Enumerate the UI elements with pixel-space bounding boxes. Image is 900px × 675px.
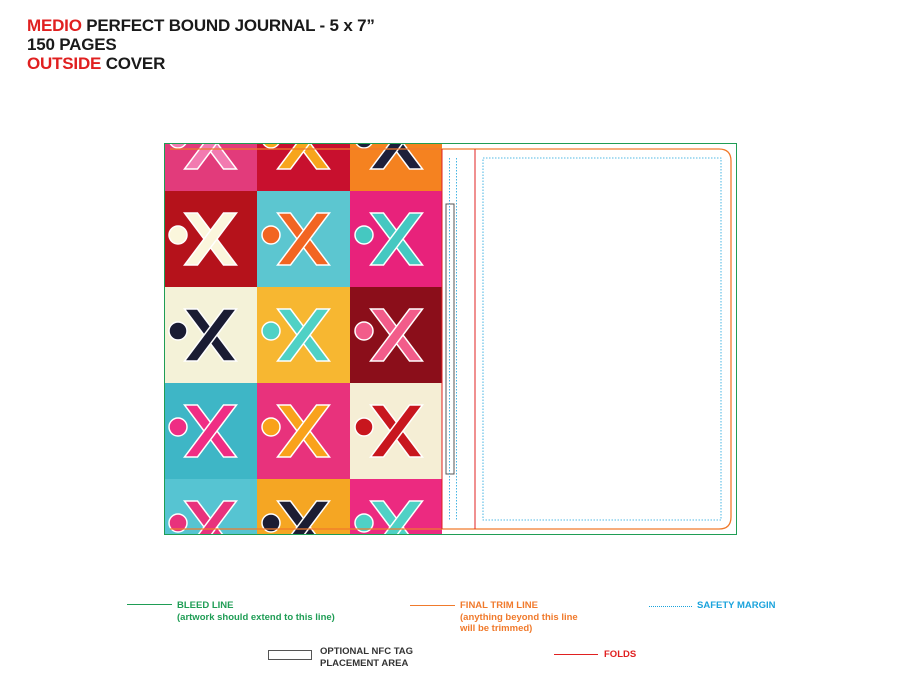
art-tile bbox=[164, 287, 258, 384]
art-x-stroke-b bbox=[183, 212, 238, 266]
title-line-2: 150 PAGES bbox=[27, 35, 117, 54]
art-x-stroke-b bbox=[276, 308, 331, 362]
art-x-stroke-b bbox=[276, 404, 331, 458]
art-x-stroke-b bbox=[383, 500, 424, 535]
art-tile bbox=[350, 479, 442, 535]
art-tile bbox=[164, 143, 258, 192]
legend-nfc-title-2: PLACEMENT AREA bbox=[320, 657, 409, 669]
legend-trim-title: FINAL TRIM LINE bbox=[460, 600, 538, 611]
art-tile bbox=[257, 479, 351, 535]
art-tile bbox=[350, 383, 442, 480]
art-dot bbox=[168, 321, 188, 341]
art-dot bbox=[168, 513, 188, 533]
art-tile bbox=[257, 287, 351, 384]
art-tile bbox=[257, 143, 351, 192]
title-highlight-outside: OUTSIDE bbox=[27, 54, 102, 73]
art-tile bbox=[164, 191, 258, 288]
legend-nfc: OPTIONAL NFC TAG PLACEMENT AREA bbox=[320, 646, 413, 669]
art-dot bbox=[168, 417, 188, 437]
legend-safety-title: SAFETY MARGIN bbox=[697, 600, 776, 611]
legend-bleed: BLEED LINE (artwork should extend to thi… bbox=[177, 600, 335, 623]
title-line-3: OUTSIDE COVER bbox=[27, 54, 375, 73]
art-tile bbox=[257, 383, 351, 480]
art-x-stroke-b bbox=[183, 404, 238, 458]
legend-folds: FOLDS bbox=[604, 649, 636, 661]
cover-template-svg bbox=[164, 143, 737, 535]
legend-nfc-title-1: OPTIONAL NFC TAG bbox=[320, 646, 414, 657]
title-line-3-rest: COVER bbox=[101, 54, 166, 73]
legend-trim-note-2: will be trimmed) bbox=[460, 623, 533, 634]
art-tile bbox=[257, 191, 351, 288]
legend-folds-swatch bbox=[554, 654, 598, 655]
art-dot bbox=[354, 225, 374, 245]
art-x-stroke-b bbox=[290, 500, 331, 535]
art-dot bbox=[261, 321, 281, 341]
legend-folds-title: FOLDS bbox=[604, 649, 637, 660]
art-x-stroke-b bbox=[276, 212, 331, 266]
art-tile bbox=[164, 383, 258, 480]
safety-margin-front bbox=[482, 157, 722, 521]
art-x-stroke-b bbox=[197, 500, 238, 535]
art-dot bbox=[261, 417, 281, 437]
cover-template bbox=[164, 143, 737, 535]
legend-safety-swatch bbox=[649, 606, 692, 607]
art-tile bbox=[164, 479, 258, 535]
nfc-placement-area bbox=[445, 203, 455, 475]
art-tile bbox=[350, 287, 442, 384]
legend-safety: SAFETY MARGIN bbox=[697, 600, 775, 612]
art-dot bbox=[354, 513, 374, 533]
art-x-stroke-b bbox=[369, 212, 424, 266]
legend-nfc-swatch bbox=[268, 650, 312, 660]
title-line-1-rest: PERFECT BOUND JOURNAL - 5 x 7” bbox=[81, 16, 375, 35]
artwork-tiles bbox=[164, 143, 442, 535]
legend-trim-note-1: (anything beyond this line bbox=[460, 611, 578, 623]
legend-bleed-note: (artwork should extend to this line) bbox=[177, 611, 335, 623]
art-x-stroke-b bbox=[369, 308, 424, 362]
page-title: MEDIO PERFECT BOUND JOURNAL - 5 x 7” 150… bbox=[27, 16, 375, 73]
legend-trim: FINAL TRIM LINE (anything beyond this li… bbox=[460, 600, 578, 635]
art-dot bbox=[354, 321, 374, 341]
bleed-line bbox=[164, 143, 737, 535]
art-x-stroke-b bbox=[369, 404, 424, 458]
legend-bleed-swatch bbox=[127, 604, 172, 605]
title-highlight-medio: MEDIO bbox=[27, 16, 82, 35]
art-dot bbox=[261, 513, 281, 533]
art-dot bbox=[168, 225, 188, 245]
art-dot bbox=[355, 143, 373, 149]
art-dot bbox=[262, 143, 280, 149]
art-dot bbox=[261, 225, 281, 245]
art-dot bbox=[169, 143, 187, 149]
cover-artwork bbox=[164, 143, 442, 535]
art-tile bbox=[350, 143, 442, 192]
title-line-1: MEDIO PERFECT BOUND JOURNAL - 5 x 7” bbox=[27, 16, 375, 35]
art-dot bbox=[354, 417, 374, 437]
legend-trim-swatch bbox=[410, 605, 455, 606]
art-x-stroke-b bbox=[183, 308, 238, 362]
final-trim-line bbox=[170, 148, 732, 530]
art-tile bbox=[350, 191, 442, 288]
legend-bleed-title: BLEED LINE bbox=[177, 600, 234, 611]
